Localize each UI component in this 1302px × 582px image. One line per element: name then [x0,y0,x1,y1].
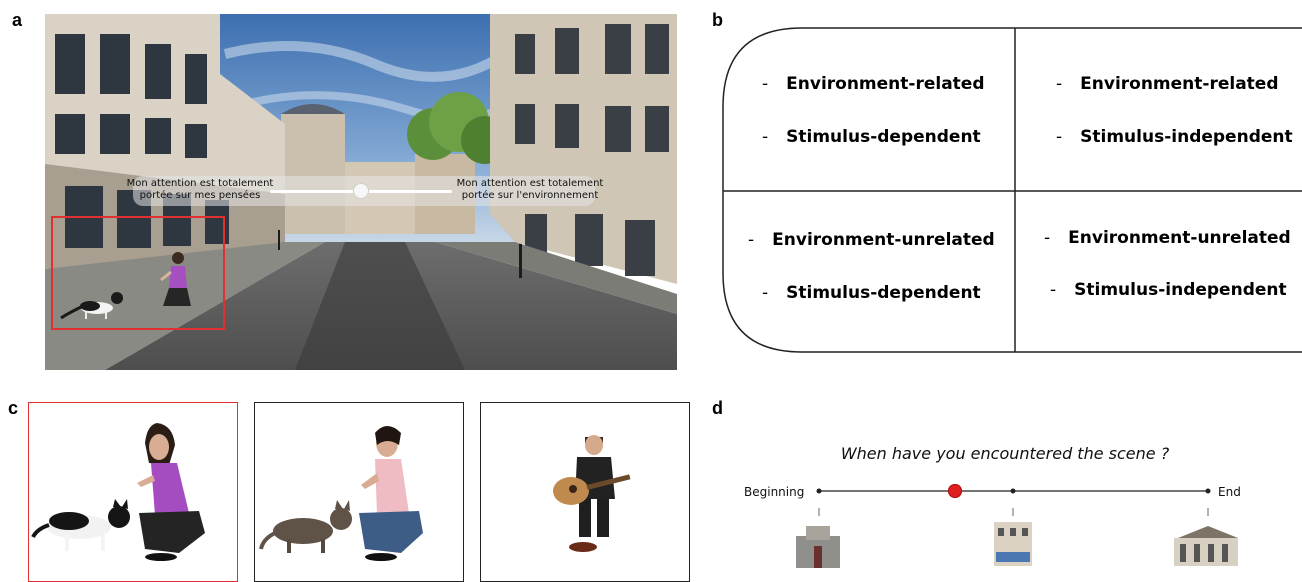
quadrant-1-line2: -Stimulus-dependent [762,127,981,147]
stimulus-frame-guitar-player [480,402,690,582]
landmark-beginning-icon [796,526,840,568]
timeline-question: When have you encountered the scene ? [840,444,1170,463]
quadrant-3-line1: -Environment-unrelated [748,230,995,250]
target-highlight-box [51,216,225,330]
attention-slider-track[interactable] [270,183,452,199]
quadrant-1-line1: -Environment-related [762,74,985,94]
panel-letter-d: d [712,398,723,418]
attention-slider-thumb[interactable] [353,183,369,199]
slider-right-label: Mon attention est totalement portée sur … [450,178,610,202]
quadrant-4-line1: -Environment-unrelated [1044,228,1291,248]
slider-right-label-line1: Mon attention est totalement [456,178,604,189]
woman-cat-illustration [31,423,205,561]
woman-figure [160,252,191,306]
thought-category-matrix: -Environment-related -Stimulus-dependent… [722,27,1302,353]
timeline-end-dot [1205,488,1211,494]
timeline-start-dot [816,488,822,494]
slider-left-label: Mon attention est totalement portée sur … [125,178,275,202]
timeline-mid-dot [1010,488,1016,494]
panel-letter-c: c [8,398,19,418]
street-scene: Mon attention est totalement portée sur … [45,14,677,370]
quadrant-3-line2: -Stimulus-dependent [762,283,981,303]
landmark-end-icon [1174,526,1238,566]
matrix-frame [722,27,1302,353]
stimulus-frame-tabby-woman [254,402,464,582]
timeline-start-label: Beginning [744,485,805,499]
right-sidewalk [435,242,677,314]
timeline-end-label: End [1218,485,1241,499]
quadrant-2-line1: -Environment-related [1056,74,1279,94]
woman-tabby-illustration [259,426,423,561]
panel-letter-b: b [712,10,723,30]
cat-figure [60,292,123,320]
slider-left-label-line1: Mon attention est totalement [126,178,274,189]
landmark-middle-icon [994,522,1032,566]
quadrant-4-line2: -Stimulus-independent [1050,280,1287,300]
slider-left-label-line2: portée sur mes pensées [139,190,261,201]
timeline-marker[interactable] [948,484,963,498]
quadrant-2-line2: -Stimulus-independent [1056,127,1293,147]
stimulus-frame-cat-woman [28,402,238,582]
panel-letter-a: a [12,10,23,30]
guitar-player-illustration [553,435,631,552]
slider-right-label-line2: portée sur l'environnement [461,190,599,201]
distant-building [281,114,345,234]
